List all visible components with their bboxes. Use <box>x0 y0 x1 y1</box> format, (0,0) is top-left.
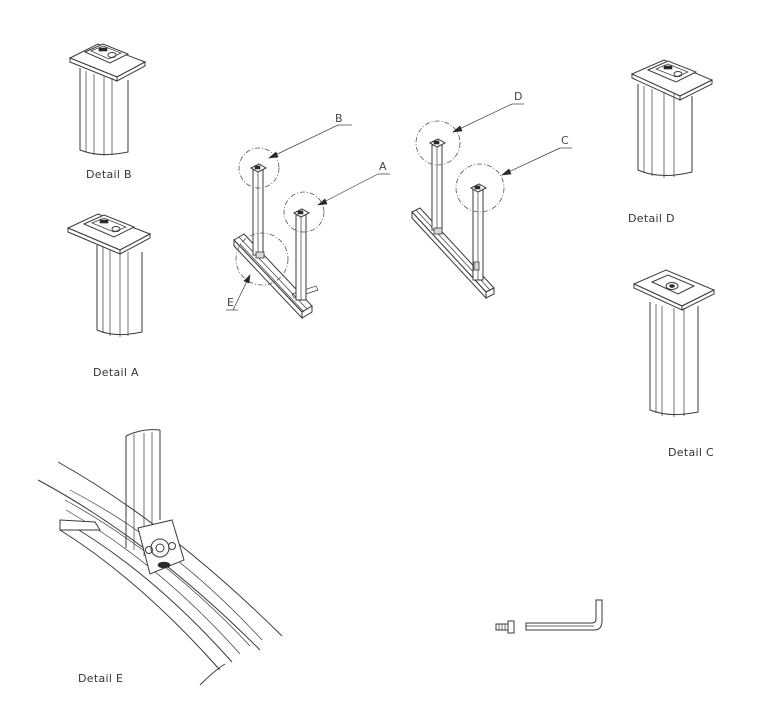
detail-a-label: Detail A <box>93 366 139 379</box>
detail-c-figure <box>632 269 716 417</box>
detail-e-label: Detail E <box>78 672 124 685</box>
detail-b-label: Detail B <box>86 168 132 181</box>
callout-c: C <box>561 134 569 147</box>
main-assembly-left <box>232 124 379 320</box>
callout-underlines <box>226 103 572 311</box>
detail-d-label: Detail D <box>628 212 675 225</box>
callout-d: D <box>514 90 523 103</box>
detail-c-label: Detail C <box>668 446 714 459</box>
callout-e: E <box>227 296 235 309</box>
detail-b-figure <box>68 43 147 156</box>
detail-e-figure <box>37 429 283 686</box>
main-assembly-right <box>411 103 561 300</box>
callout-a: A <box>379 160 387 173</box>
detail-a-figure <box>66 213 152 337</box>
callout-b: B <box>335 112 343 125</box>
tools-figure <box>495 599 603 634</box>
detail-d-figure <box>630 59 714 178</box>
